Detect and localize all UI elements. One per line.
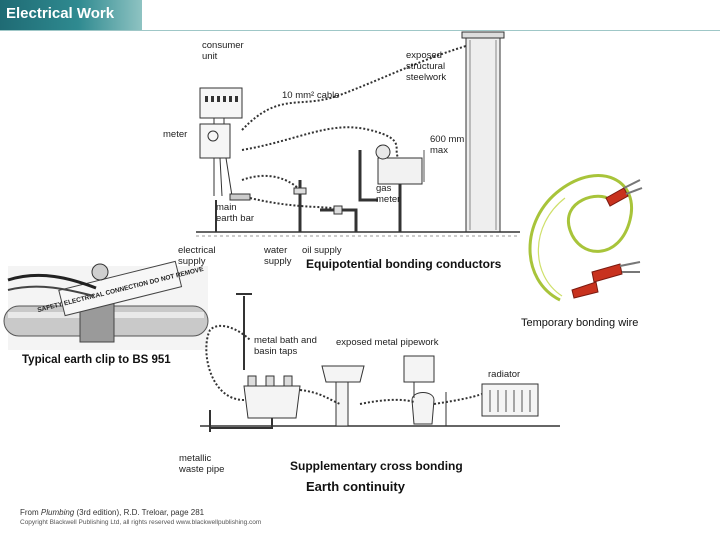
title-underline: [0, 30, 720, 31]
caption-temporary-wire: Temporary bonding wire: [521, 317, 639, 329]
caption-equipotential: Equipotential bonding conductors: [306, 257, 502, 271]
footer-copyright: Copyright Blackwell Publishing Ltd, all …: [20, 519, 262, 526]
caption-supplementary: Supplementary cross bonding: [290, 459, 463, 473]
label-water-supply: water supply: [264, 245, 292, 267]
label-meter: meter: [163, 129, 188, 140]
green-wire: [528, 174, 633, 302]
consumer-unit-box: [199, 87, 243, 119]
bonding-cable-oil: [249, 197, 341, 211]
label-bath-taps: metal bath and basin taps: [254, 335, 317, 357]
top-bonding-diagram: [196, 31, 520, 237]
label-max-distance: 600 mm max: [430, 134, 465, 156]
clip-label: [58, 260, 183, 317]
label-oil-supply: oil supply: [302, 245, 342, 256]
clamp-top: [605, 179, 643, 207]
label-consumer-unit: consumer unit: [202, 40, 244, 62]
bonding-wire-photo: [528, 174, 643, 302]
label-main-earth-bar: main earth bar: [216, 202, 255, 224]
caption-earth-continuity: Earth continuity: [306, 479, 405, 494]
title-bar: Electrical Work: [0, 0, 142, 30]
steel-column: [465, 35, 501, 233]
page-title: Electrical Work: [6, 5, 115, 22]
bonding-cable-water: [241, 174, 301, 191]
bath: [243, 385, 301, 419]
clamp-bottom: [571, 261, 641, 299]
gas-meter-box: [377, 157, 423, 185]
label-waste-pipe: metallic waste pipe: [179, 453, 225, 475]
label-cable: 10 mm² cable: [282, 90, 340, 101]
main-earth-bar: [229, 193, 251, 201]
earth-clip-photo: SAFETY ELECTRICAL CONNECTION DO NOT REMO…: [3, 260, 209, 350]
cistern: [403, 355, 435, 383]
label-radiator: radiator: [488, 369, 521, 380]
label-pipework: exposed metal pipework: [336, 337, 439, 348]
label-gas-meter: gas meter: [376, 183, 401, 205]
footer-source: From Plumbing (3rd edition), R.D. Treloa…: [20, 508, 204, 517]
footer-source-rest: (3rd edition), R.D. Treloar, page 281: [74, 508, 205, 517]
caption-earth-clip: Typical earth clip to BS 951: [22, 354, 171, 366]
footer-source-prefix: From: [20, 508, 41, 517]
bottom-bonding-diagram: [200, 293, 560, 432]
label-exposed-steelwork: exposed structural steelwork: [406, 50, 447, 83]
bonding-cable-gas: [241, 126, 401, 161]
radiator: [481, 383, 539, 417]
footer-source-book: Plumbing: [40, 508, 75, 517]
label-electrical-supply: electrical supply: [178, 245, 216, 267]
basin: [321, 365, 365, 383]
